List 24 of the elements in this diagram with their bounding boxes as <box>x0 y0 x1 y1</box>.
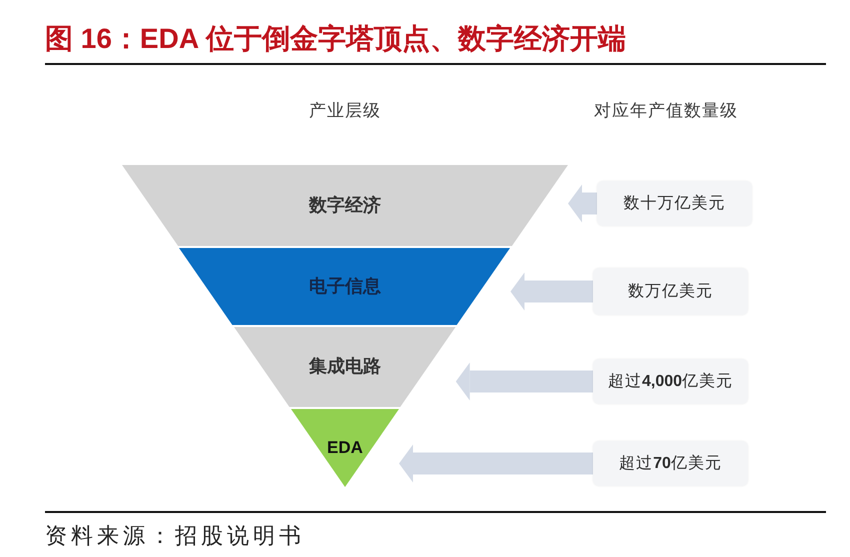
column-heading: 对应年产值数量级 <box>594 100 738 122</box>
arrow <box>399 444 593 482</box>
column-heading: 产业层级 <box>309 100 381 122</box>
arrow <box>568 184 597 222</box>
pyramid-tier <box>234 327 456 407</box>
value-text: 数万亿美元 <box>628 282 713 302</box>
value-text: 超过70亿美元 <box>619 454 722 474</box>
tier-label: 数字经济 <box>309 194 381 216</box>
value-card <box>593 359 748 404</box>
value-card <box>593 268 748 315</box>
tier-label: EDA <box>327 437 363 459</box>
figure-title: 图 16：EDA 位于倒金字塔顶点、数字经济开端 <box>45 22 626 56</box>
tier-label: 集成电路 <box>308 355 381 377</box>
value-card <box>593 441 748 486</box>
pyramid-tier <box>122 165 568 246</box>
arrow <box>456 362 593 400</box>
source-note: 资料来源：招股说明书 <box>45 522 305 550</box>
value-text: 数十万亿美元 <box>624 194 726 214</box>
pyramid-tier <box>179 248 510 325</box>
value-text: 超过4,000亿美元 <box>608 372 734 392</box>
arrow <box>510 272 593 310</box>
pyramid-tier <box>290 409 399 487</box>
value-card <box>597 181 752 226</box>
tier-label: 电子信息 <box>308 274 381 296</box>
